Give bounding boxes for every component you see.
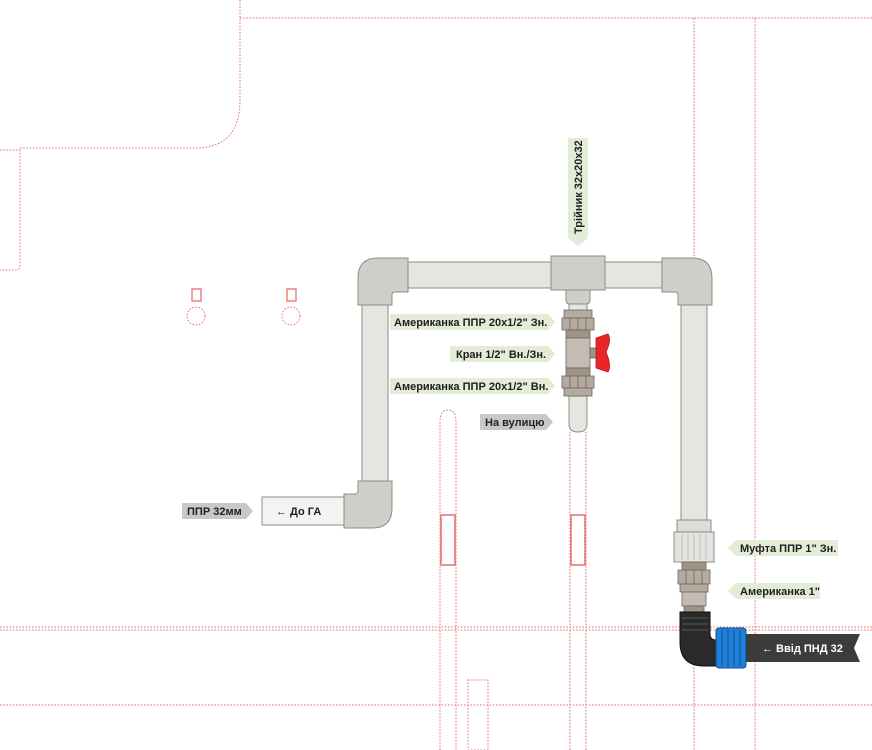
label-ppr-32: ППР 32мм: [187, 506, 242, 518]
elbow-top-right: [661, 257, 713, 306]
conduit-bottom-box: [467, 679, 489, 750]
label-ppr-32-tag: ППР 32мм: [182, 503, 253, 519]
label-union-top: Американка ППР 20х1/2" Зн.: [394, 317, 547, 329]
label-inlet: ← Ввід ПНД 32: [762, 643, 843, 655]
valve: [565, 333, 610, 373]
pipe-left-vertical: [361, 304, 389, 486]
label-to-street: На вулицю: [485, 417, 545, 429]
pipe-network: [261, 261, 708, 526]
label-coupling: Муфта ППР 1" Зн.: [740, 543, 836, 555]
label-valve: Кран 1/2" Вн./Зн.: [456, 349, 546, 361]
blue-compression-nut: [715, 627, 747, 669]
coupling-fitting: [673, 519, 715, 563]
label-coupling-tag: Муфта ППР 1" Зн.: [728, 540, 838, 556]
socket-icon: [281, 288, 301, 326]
conduit-left: [439, 409, 457, 750]
union-top: [561, 309, 595, 339]
label-union-bottom-tag: Американка ППР 20х1/2" Вн.: [390, 378, 555, 394]
label-union-bottom: Американка ППР 20х1/2" Вн.: [394, 381, 548, 393]
label-union-top-tag: Американка ППР 20х1/2" Зн.: [390, 314, 555, 330]
conduit-middle: [569, 430, 587, 750]
label-to-ga: ← До ГА: [276, 506, 321, 518]
label-valve-tag: Кран 1/2" Вн./Зн.: [450, 346, 555, 362]
pnd-elbow: [679, 611, 747, 669]
cabinet-outline: [0, 0, 241, 271]
label-union-1-tag: Американка 1": [728, 583, 820, 599]
marker-left: [440, 514, 456, 566]
pipe-right-vertical: [680, 304, 708, 521]
inlet-pipe: ← Ввід ПНД 32: [746, 634, 860, 662]
pipe-top-right: [602, 261, 666, 289]
label-union-1: Американка 1": [740, 586, 820, 598]
elbow-top-left: [357, 257, 409, 306]
pipe-street-end: [568, 395, 588, 433]
label-tee: Трійник 32х20х32: [573, 140, 585, 234]
union-bottom: [561, 367, 595, 397]
elbow-bottom-left: [343, 480, 393, 529]
label-tee-tag: Трійник 32х20х32: [568, 138, 588, 246]
pipe-top-left: [404, 261, 556, 289]
marker-right: [570, 514, 586, 566]
union-1-inch: [677, 561, 711, 613]
socket-icon: [186, 288, 206, 326]
label-to-street-tag: На вулицю: [480, 414, 553, 430]
tee-fitting: [550, 255, 606, 305]
elbows: [343, 257, 713, 529]
butterfly-handle-icon: [595, 333, 610, 373]
